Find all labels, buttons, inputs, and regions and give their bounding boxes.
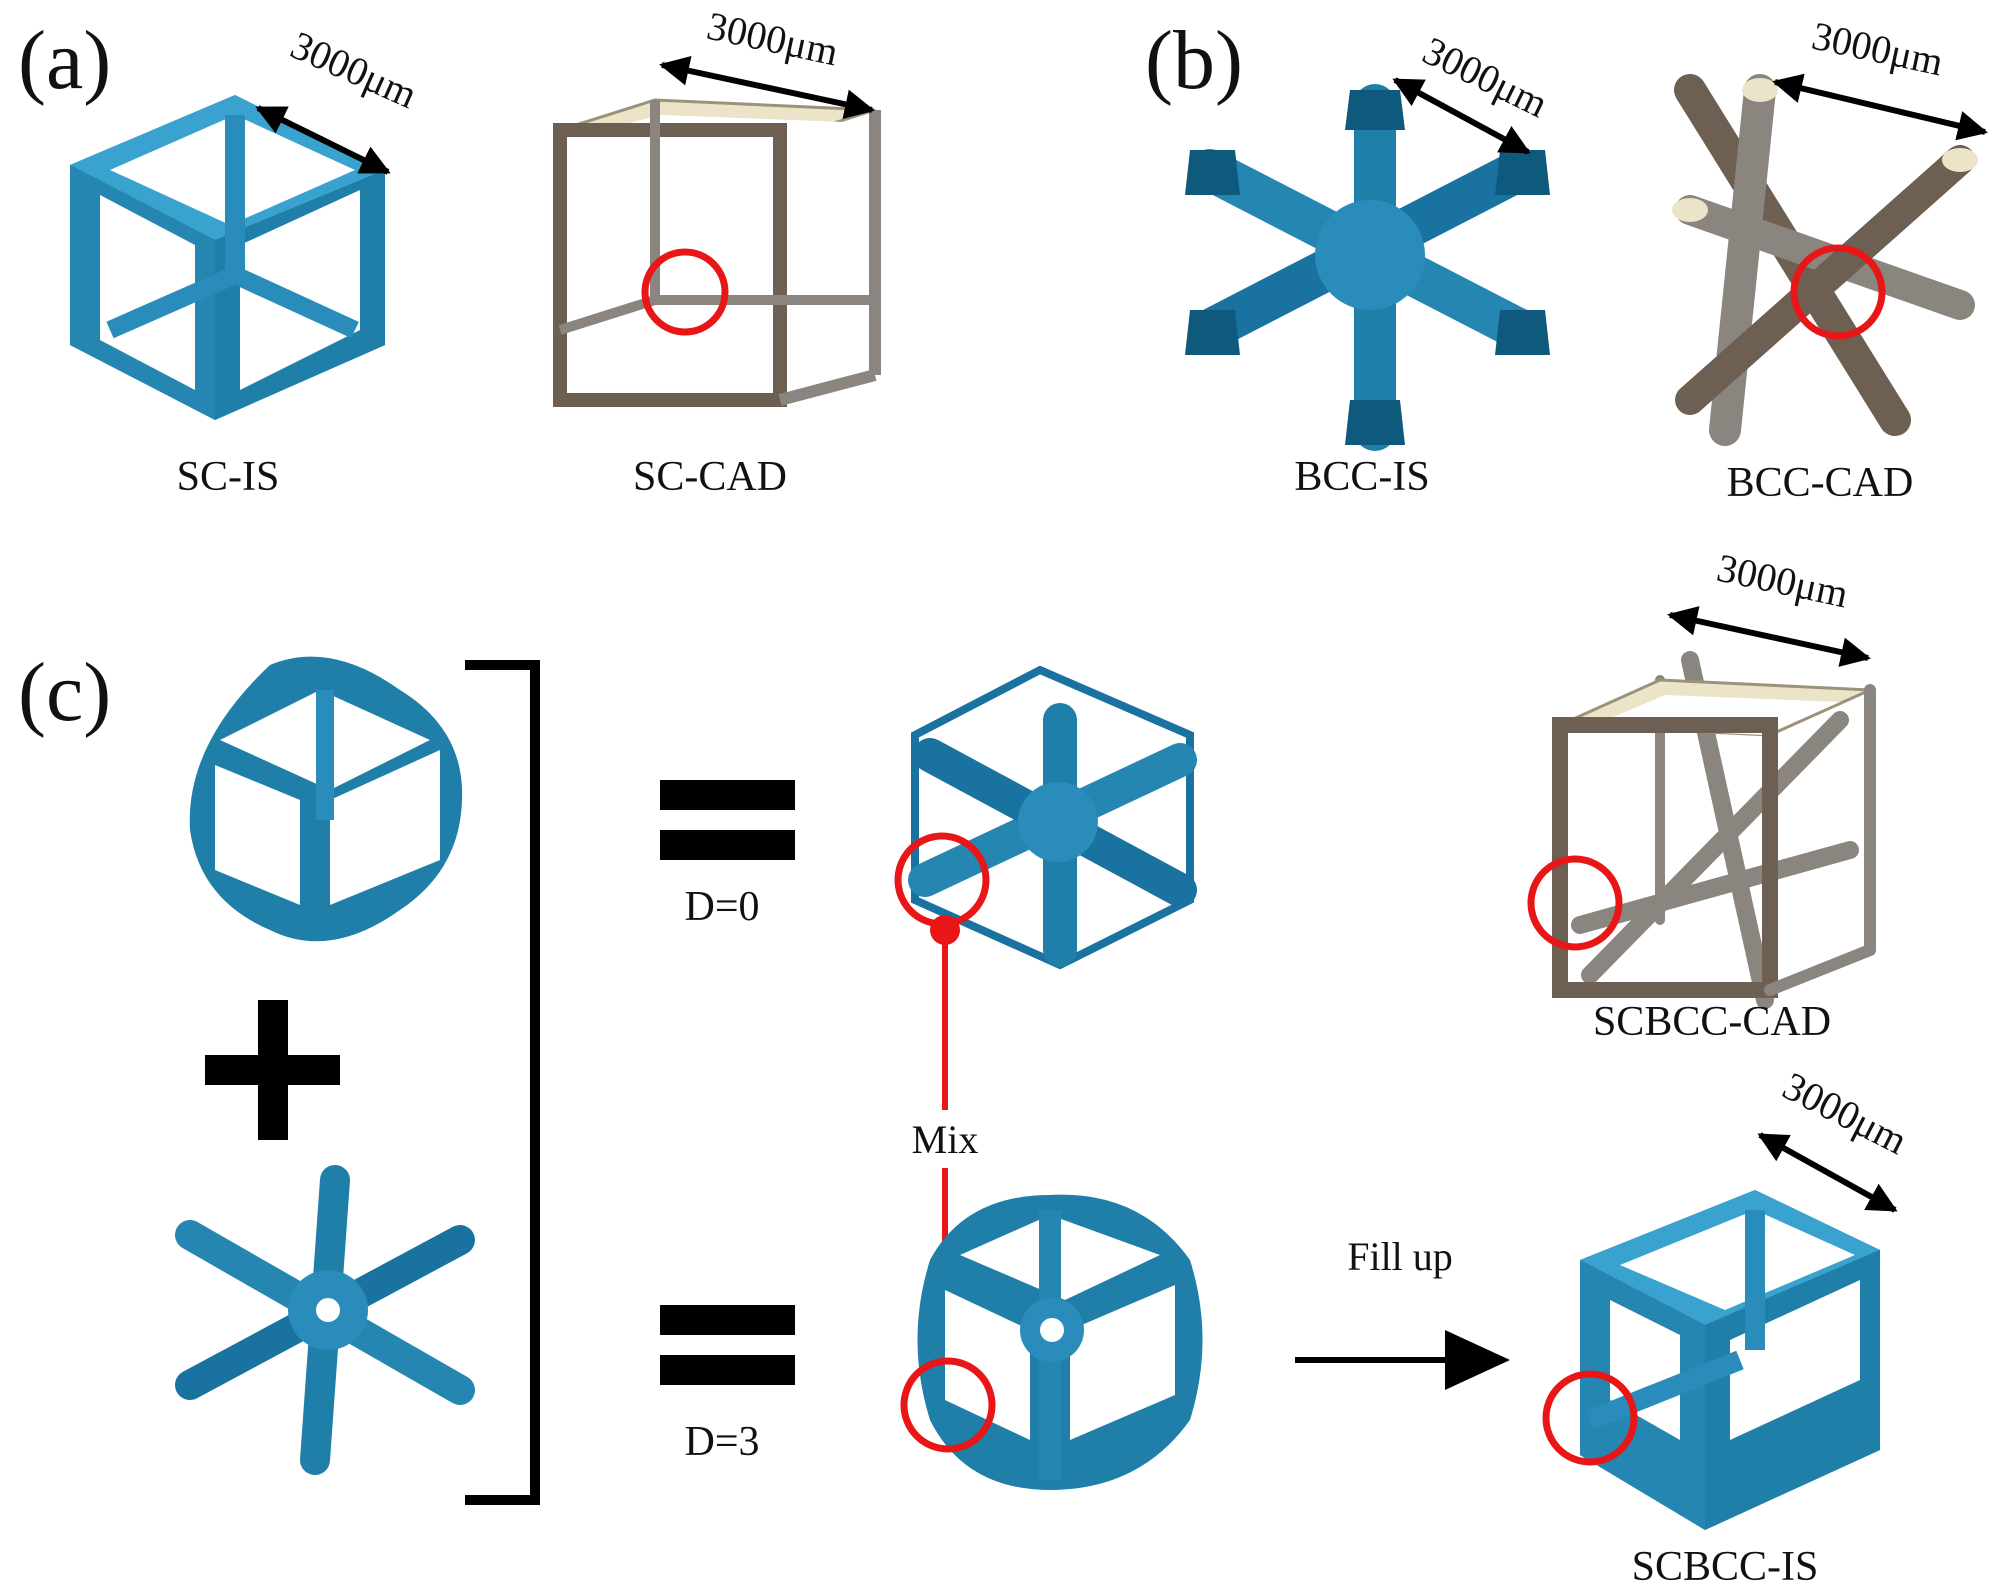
scbcc-cad-highlight-circle <box>1527 855 1623 951</box>
sc-component <box>189 656 463 942</box>
equation-d0: D=0 <box>684 884 759 930</box>
scbcc-is-dimension-label: 3000μm <box>1776 1063 1915 1163</box>
scbcc-cad-cube <box>1552 651 1876 1009</box>
sc-cad-caption: SC-CAD <box>633 454 787 500</box>
bcc-is-star <box>1185 84 1550 451</box>
bcc-is-dimension <box>1392 77 1531 155</box>
sc-is-dimension <box>255 105 391 175</box>
fill-up-arrowhead <box>1445 1330 1510 1390</box>
bcc-is-caption: BCC-IS <box>1294 454 1429 500</box>
sc-cad-dimension <box>659 55 875 120</box>
scbcc-is-cube <box>1580 1190 1880 1530</box>
sc-is-caption: SC-IS <box>177 454 280 500</box>
mix-label: Mix <box>912 1117 979 1162</box>
d3-highlight-circle <box>900 1357 996 1453</box>
panel-c-label: (c) <box>18 646 111 739</box>
scbcc-cad-dimension-label: 3000μm <box>1713 545 1852 617</box>
scbcc-is-dimension <box>1757 1132 1898 1213</box>
scbcc-is-highlight-circle <box>1542 1370 1638 1466</box>
equation-d3: D=3 <box>684 1419 759 1465</box>
bcc-cad-dimension <box>1772 73 1988 141</box>
scbcc-cad-caption: SCBCC-CAD <box>1593 999 1831 1045</box>
bcc-is-dimension-label: 3000μm <box>1416 28 1555 127</box>
bracket <box>465 660 540 1505</box>
panel-b-label: (b) <box>1145 14 1243 107</box>
sc-is-cube <box>70 95 385 420</box>
bcc-cad-caption: BCC-CAD <box>1727 460 1914 506</box>
sc-cad-dimension-label: 3000μm <box>703 3 842 75</box>
equals-sign-d3 <box>660 1305 795 1385</box>
fill-up-label: Fill up <box>1347 1234 1453 1279</box>
scbcc-is-caption: SCBCC-IS <box>1632 1544 1819 1590</box>
sc-cad-highlight-circle <box>641 248 729 336</box>
sc-cad-cube <box>553 98 881 407</box>
bcc-cad-highlight-circle <box>1790 244 1886 340</box>
scbcc-cad-dimension <box>1667 606 1871 667</box>
bcc-cad-star <box>1672 74 1978 446</box>
plus-sign <box>205 1000 340 1140</box>
panel-a-label: (a) <box>18 14 111 107</box>
bcc-component <box>175 1165 475 1475</box>
sc-is-dimension-label: 3000μm <box>284 22 423 117</box>
bcc-cad-dimension-label: 3000μm <box>1808 13 1947 85</box>
equals-sign-d0 <box>660 780 795 860</box>
mixed-structure-d0 <box>908 665 1197 970</box>
